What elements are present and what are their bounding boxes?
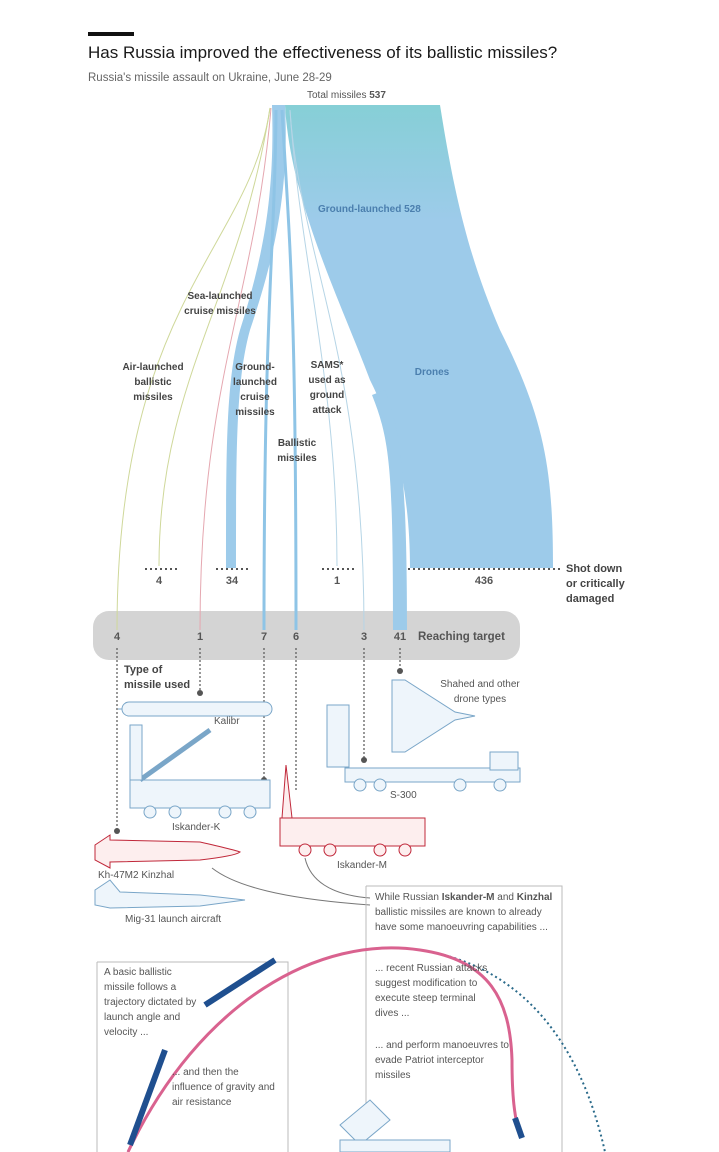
flow-drones — [285, 105, 553, 568]
reaching-ballistic: 6 — [292, 631, 300, 643]
flow-air-shot — [158, 107, 271, 567]
label-ground-launched: Ground-launched 528 — [318, 204, 421, 215]
iskander-k-icon — [129, 724, 271, 819]
note-manoeuvring: While Russian Iskander-M and Kinzhal bal… — [375, 890, 565, 935]
reaching-cruise: 7 — [260, 631, 268, 643]
title-rule — [88, 32, 134, 36]
reaching-drones: 41 — [393, 631, 407, 643]
note-terminal-dives: ... recent Russian attacks suggest modif… — [375, 963, 488, 1019]
caption-s300: S-300 — [390, 790, 417, 801]
trajectory-modified — [126, 946, 520, 1152]
patriot-launcher-icon — [339, 1099, 451, 1152]
shot-down-drones: 436 — [474, 575, 494, 587]
note-gravity: ... and then the influence of gravity an… — [172, 1067, 275, 1108]
flow-ballistic-7 — [262, 109, 278, 631]
mig-31-icon — [94, 879, 246, 909]
total-missiles-label: Total missiles 537 — [307, 90, 386, 101]
total-value: 537 — [369, 90, 386, 101]
shot-down-cruise: 34 — [225, 575, 239, 587]
page-title: Has Russia improved the effectiveness of… — [88, 43, 558, 62]
note-text: While Russian — [375, 892, 442, 903]
note-text: and — [494, 892, 517, 903]
total-label: Total missiles — [307, 90, 367, 101]
flow-drones-reaching — [372, 390, 407, 630]
label-drones: Drones — [414, 367, 450, 378]
iskander-m-icon — [279, 764, 426, 857]
caption-kalibr: Kalibr — [214, 716, 240, 727]
missile-stage-2 — [203, 957, 277, 1008]
note-basic-trajectory: A basic ballistic missile follows a traj… — [104, 967, 197, 1038]
label-ground-cruise: Ground-launched cruise missiles — [233, 362, 277, 418]
caption-iskander-k: Iskander-K — [172, 822, 221, 833]
note-text: ballistic missiles are known to already … — [375, 907, 548, 933]
reaching-air: 4 — [113, 631, 121, 643]
kinzhal-icon — [94, 834, 241, 869]
label-sams: SAMS* used as ground attack — [308, 360, 346, 416]
flow-sams-shot — [289, 109, 338, 567]
flow-sea-launched — [199, 107, 272, 631]
note-bold-kinzhal: Kinzhal — [516, 892, 553, 903]
reaching-sams: 3 — [360, 631, 368, 643]
missile-stage-1 — [127, 1048, 168, 1147]
label-ballistic: Ballistic missiles — [277, 438, 317, 464]
reaching-target-label: Reaching target — [418, 631, 505, 643]
caption-kinzhal: Kh-47M2 Kinzhal — [98, 870, 175, 881]
callout-arrows — [211, 857, 371, 906]
flow-ground-cruise — [226, 105, 286, 568]
flow-ballistic-6 — [280, 109, 298, 631]
note-evade-patriot: ... and perform manoeuvres to evade Patr… — [375, 1040, 509, 1081]
reaching-target-band — [93, 611, 520, 660]
s300-icon — [326, 704, 521, 792]
caption-mig-31: Mig-31 launch aircraft — [125, 914, 222, 925]
label-sea-launched: Sea-launched cruise missiles — [184, 291, 256, 317]
flow-air-launched — [116, 107, 271, 631]
note-bold-iskander: Iskander-M — [441, 892, 495, 903]
shahed-drone-icon — [391, 679, 476, 753]
caption-iskander-m: Iskander-M — [337, 860, 388, 871]
type-heading: Type of missile used — [124, 664, 191, 691]
shot-down-label: Shot down or critically damaged — [566, 563, 625, 605]
caption-shahed: Shahed and other drone types — [440, 679, 520, 705]
shot-down-air: 4 — [155, 575, 163, 587]
label-air-launched: Air-launched ballistic missiles — [122, 362, 184, 403]
kalibr-icon — [118, 701, 273, 717]
flow-sams — [289, 109, 365, 631]
shot-down-sams: 1 — [333, 575, 341, 587]
reaching-sea: 1 — [196, 631, 204, 643]
page-subtitle: Russia's missile assault on Ukraine, Jun… — [88, 72, 332, 84]
missile-warhead — [512, 1117, 525, 1139]
